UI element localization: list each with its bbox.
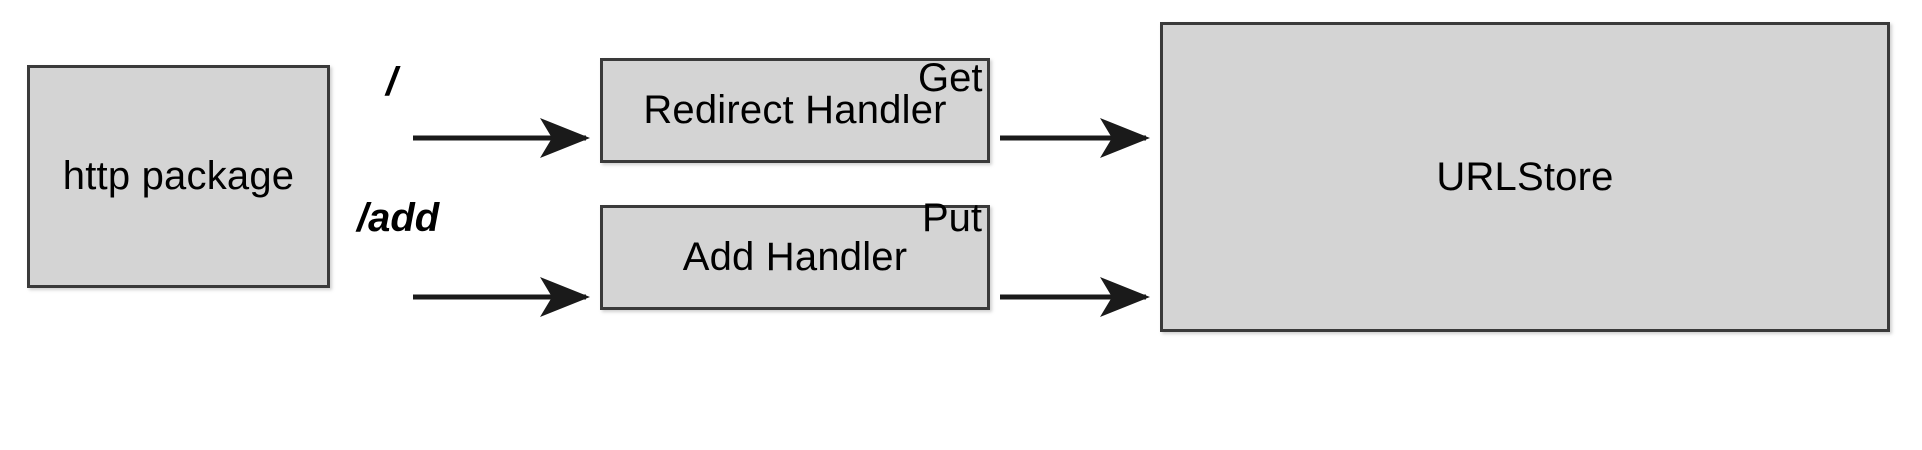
node-add-handler[interactable]: Add Handler xyxy=(600,205,990,310)
edge-label-put: Put xyxy=(922,196,983,240)
node-urlstore-label: URLStore xyxy=(1436,154,1614,199)
node-redirect-handler[interactable]: Redirect Handler xyxy=(600,58,990,163)
node-http-package-label: http package xyxy=(62,154,295,198)
node-add-handler-label: Add Handler xyxy=(682,235,908,279)
node-urlstore[interactable]: URLStore xyxy=(1160,22,1890,332)
edge-label-root-path: / xyxy=(386,60,398,104)
edge-label-add-path: /add xyxy=(357,196,440,240)
node-http-package[interactable]: http package xyxy=(27,65,330,288)
edge-label-get: Get xyxy=(918,56,983,100)
node-redirect-handler-label: Redirect Handler xyxy=(643,88,947,132)
